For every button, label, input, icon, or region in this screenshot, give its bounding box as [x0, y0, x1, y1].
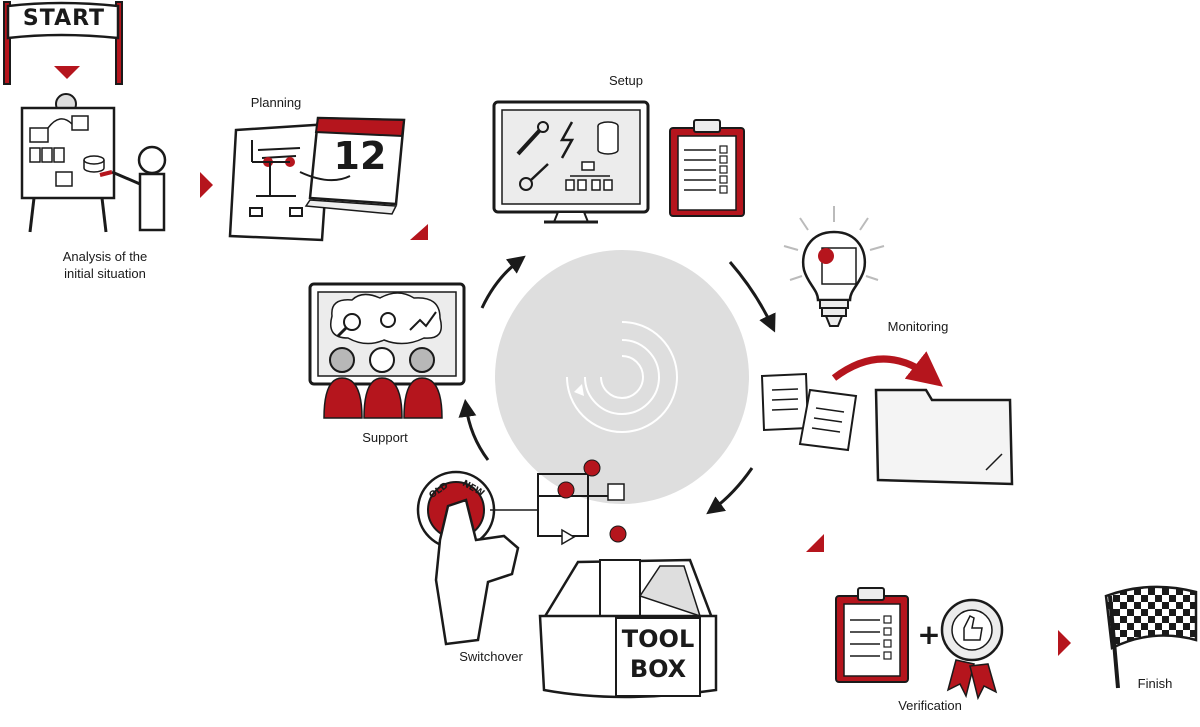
start-banner-text: START [14, 7, 114, 31]
verification-label: Verification [880, 697, 980, 714]
documents-icon [762, 374, 856, 450]
award-badge-icon [942, 600, 1002, 698]
switchover-label: Switchover [436, 648, 546, 665]
analysis-label-line2: initial situation [40, 265, 170, 282]
flow-arrow-verification-finish [1058, 630, 1071, 656]
support-label: Support [340, 429, 430, 446]
toolbox-text-line1: TOOL [618, 624, 698, 654]
start-down-arrow [54, 66, 80, 79]
flow-arrow-toolbox-verification [806, 534, 824, 552]
setup-label: Setup [586, 72, 666, 89]
toolbox-text: TOOL BOX [618, 624, 698, 684]
cycle-disc [495, 250, 749, 504]
calendar-number: 12 [332, 136, 388, 176]
file-move-arrow [834, 359, 932, 378]
flow-arrow-analysis-planning [200, 172, 213, 198]
analysis-easel-illustration [22, 94, 165, 232]
analysis-label-line1: Analysis of the [40, 248, 170, 265]
flow-arrow-planning-setup [410, 224, 428, 240]
monitoring-label: Monitoring [868, 318, 968, 335]
support-board-illustration [310, 284, 464, 418]
folder-icon [876, 390, 1012, 484]
analysis-label: Analysis of the initial situation [40, 248, 170, 282]
checklist-clipboard-icon [670, 120, 744, 216]
setup-monitor-illustration [494, 102, 648, 222]
toolbox-text-line2: BOX [618, 654, 698, 684]
finish-flag-icon [1106, 587, 1196, 688]
monitoring-lightbulb-icon [784, 206, 884, 326]
planning-label: Planning [236, 94, 316, 111]
verification-plus-sign: + [916, 620, 942, 650]
verification-clipboard-icon [836, 588, 908, 682]
finish-label: Finish [1120, 675, 1190, 692]
